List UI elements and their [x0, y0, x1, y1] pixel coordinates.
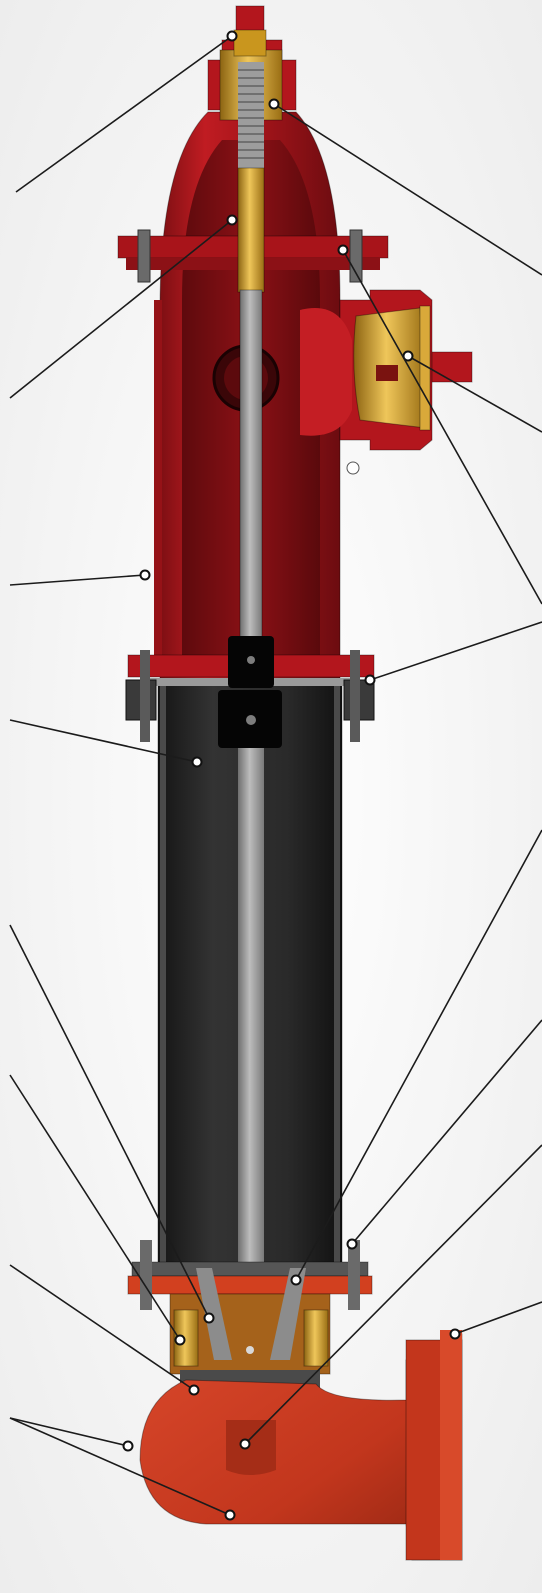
callout-dot [268, 98, 280, 110]
callout-dot [239, 1438, 251, 1450]
callout-line [15, 35, 233, 193]
callout-dot [174, 1334, 186, 1346]
lower-barrel [125, 650, 375, 1270]
callout-line [369, 621, 542, 681]
callout-dot [449, 1328, 461, 1340]
callout-layer [9, 30, 542, 1521]
callout-dot [226, 30, 238, 42]
callout-line [407, 355, 542, 433]
callout-dot [224, 1509, 236, 1521]
callout-line [342, 249, 542, 605]
callout-dot [191, 756, 203, 768]
callout-dot [188, 1384, 200, 1396]
callout-line [9, 1264, 195, 1391]
bolt-hole [346, 461, 360, 475]
callout-line [9, 1417, 129, 1447]
callout-dot [337, 244, 349, 256]
callout-line [9, 924, 210, 1319]
callout-line [9, 1417, 231, 1516]
callout-line [9, 574, 146, 586]
callout-line [273, 103, 542, 276]
callout-dot [139, 569, 151, 581]
callout-line [244, 1144, 542, 1445]
stem-coupling [218, 636, 282, 748]
callout-dot [122, 1440, 134, 1452]
callout-dot [290, 1274, 302, 1286]
callout-line [351, 1019, 542, 1245]
operating-nut-assembly [219, 29, 283, 293]
callout-line [9, 719, 198, 763]
callout-line [9, 219, 233, 399]
callout-dot [346, 1238, 358, 1250]
callout-dot [226, 214, 238, 226]
callout-dot [364, 674, 376, 686]
callout-line [9, 1074, 181, 1341]
pumper-nozzle [353, 305, 431, 431]
base-flange [127, 1240, 373, 1310]
base-shoe [139, 1330, 463, 1561]
callout-dot [203, 1312, 215, 1324]
callout-line [295, 829, 542, 1281]
callout-line [454, 1301, 542, 1335]
